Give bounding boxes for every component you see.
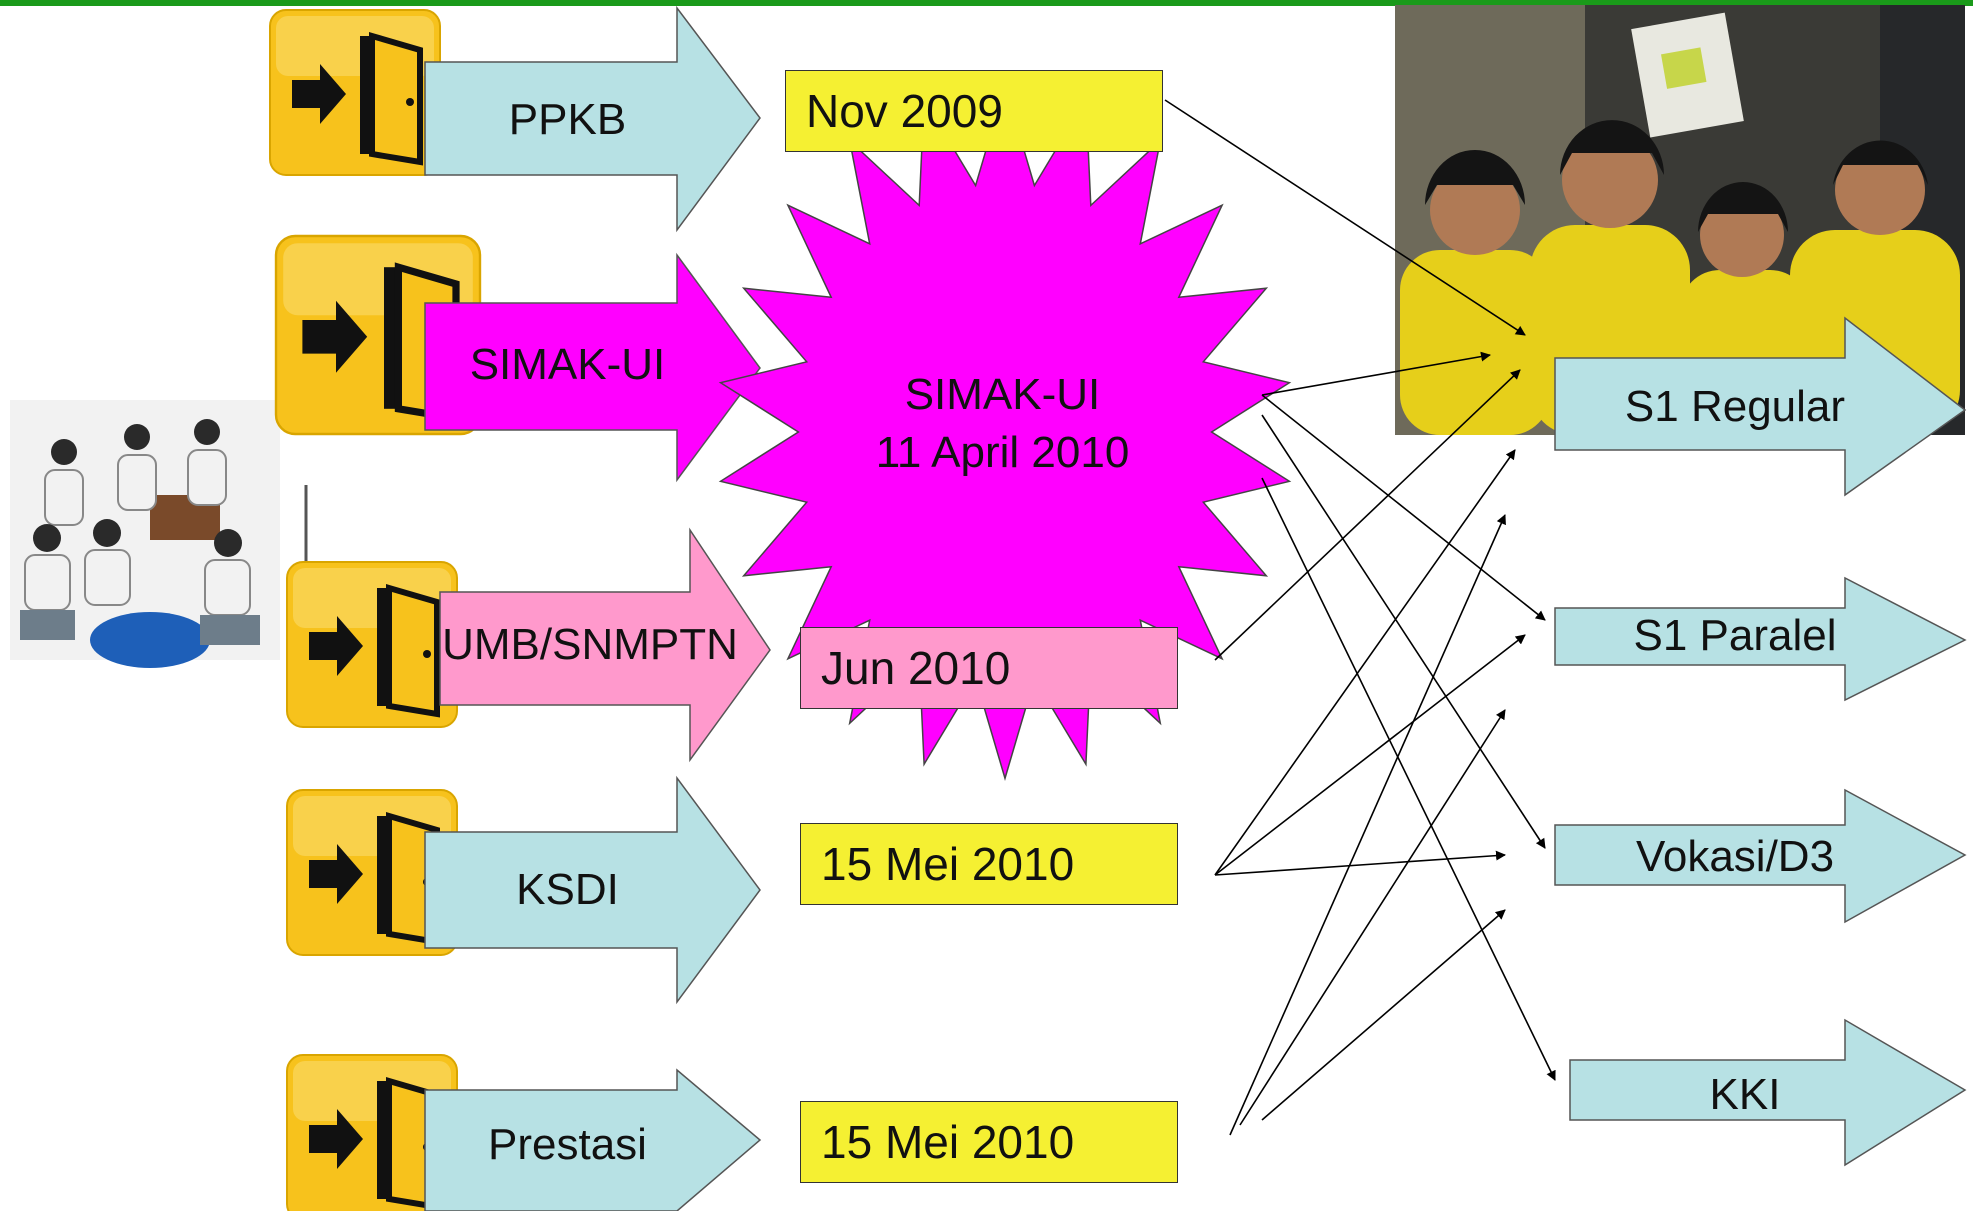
program-label-s1-paralel: S1 Paralel [1633, 611, 1837, 660]
top-bar [0, 0, 1973, 6]
date-box-ksdi: 15 Mei 2010 [800, 823, 1178, 905]
entry-label-prestasi: Prestasi [488, 1120, 647, 1169]
date-box-prestasi: 15 Mei 2010 [800, 1101, 1178, 1183]
simak-starburst [718, 83, 1292, 781]
entry-label-ksdi: KSDI [516, 865, 619, 914]
exit-door-icon [270, 10, 440, 175]
program-arrow-kki [1569, 1018, 1967, 1167]
entry-label-simak: SIMAK-UI [469, 340, 666, 389]
program-label-s1-regular: S1 Regular [1624, 382, 1846, 431]
program-arrow-vokasi [1554, 788, 1967, 924]
starburst-line1: SIMAK-UI [904, 370, 1101, 419]
connector-arrows [1164, 99, 1556, 1136]
date-box-umb: Jun 2010 [800, 627, 1178, 709]
entry-arrow-ksdi [424, 775, 761, 1005]
program-label-kki: KKI [1709, 1070, 1781, 1119]
students-group-photo [10, 400, 280, 668]
program-label-vokasi: Vokasi/D3 [1635, 832, 1835, 881]
program-arrow-s1-regular [1554, 316, 1967, 497]
entry-arrow-ppkb [424, 5, 761, 233]
date-box-ppkb: Nov 2009 [785, 70, 1163, 152]
starburst-line2: 11 April 2010 [875, 428, 1130, 477]
program-arrow-s1-paralel [1554, 576, 1967, 702]
entry-label-umb: UMB/SNMPTN [442, 620, 738, 669]
entry-label-ppkb: PPKB [508, 95, 627, 144]
entry-arrow-umb [439, 527, 771, 763]
entry-arrow-simak [424, 252, 761, 483]
